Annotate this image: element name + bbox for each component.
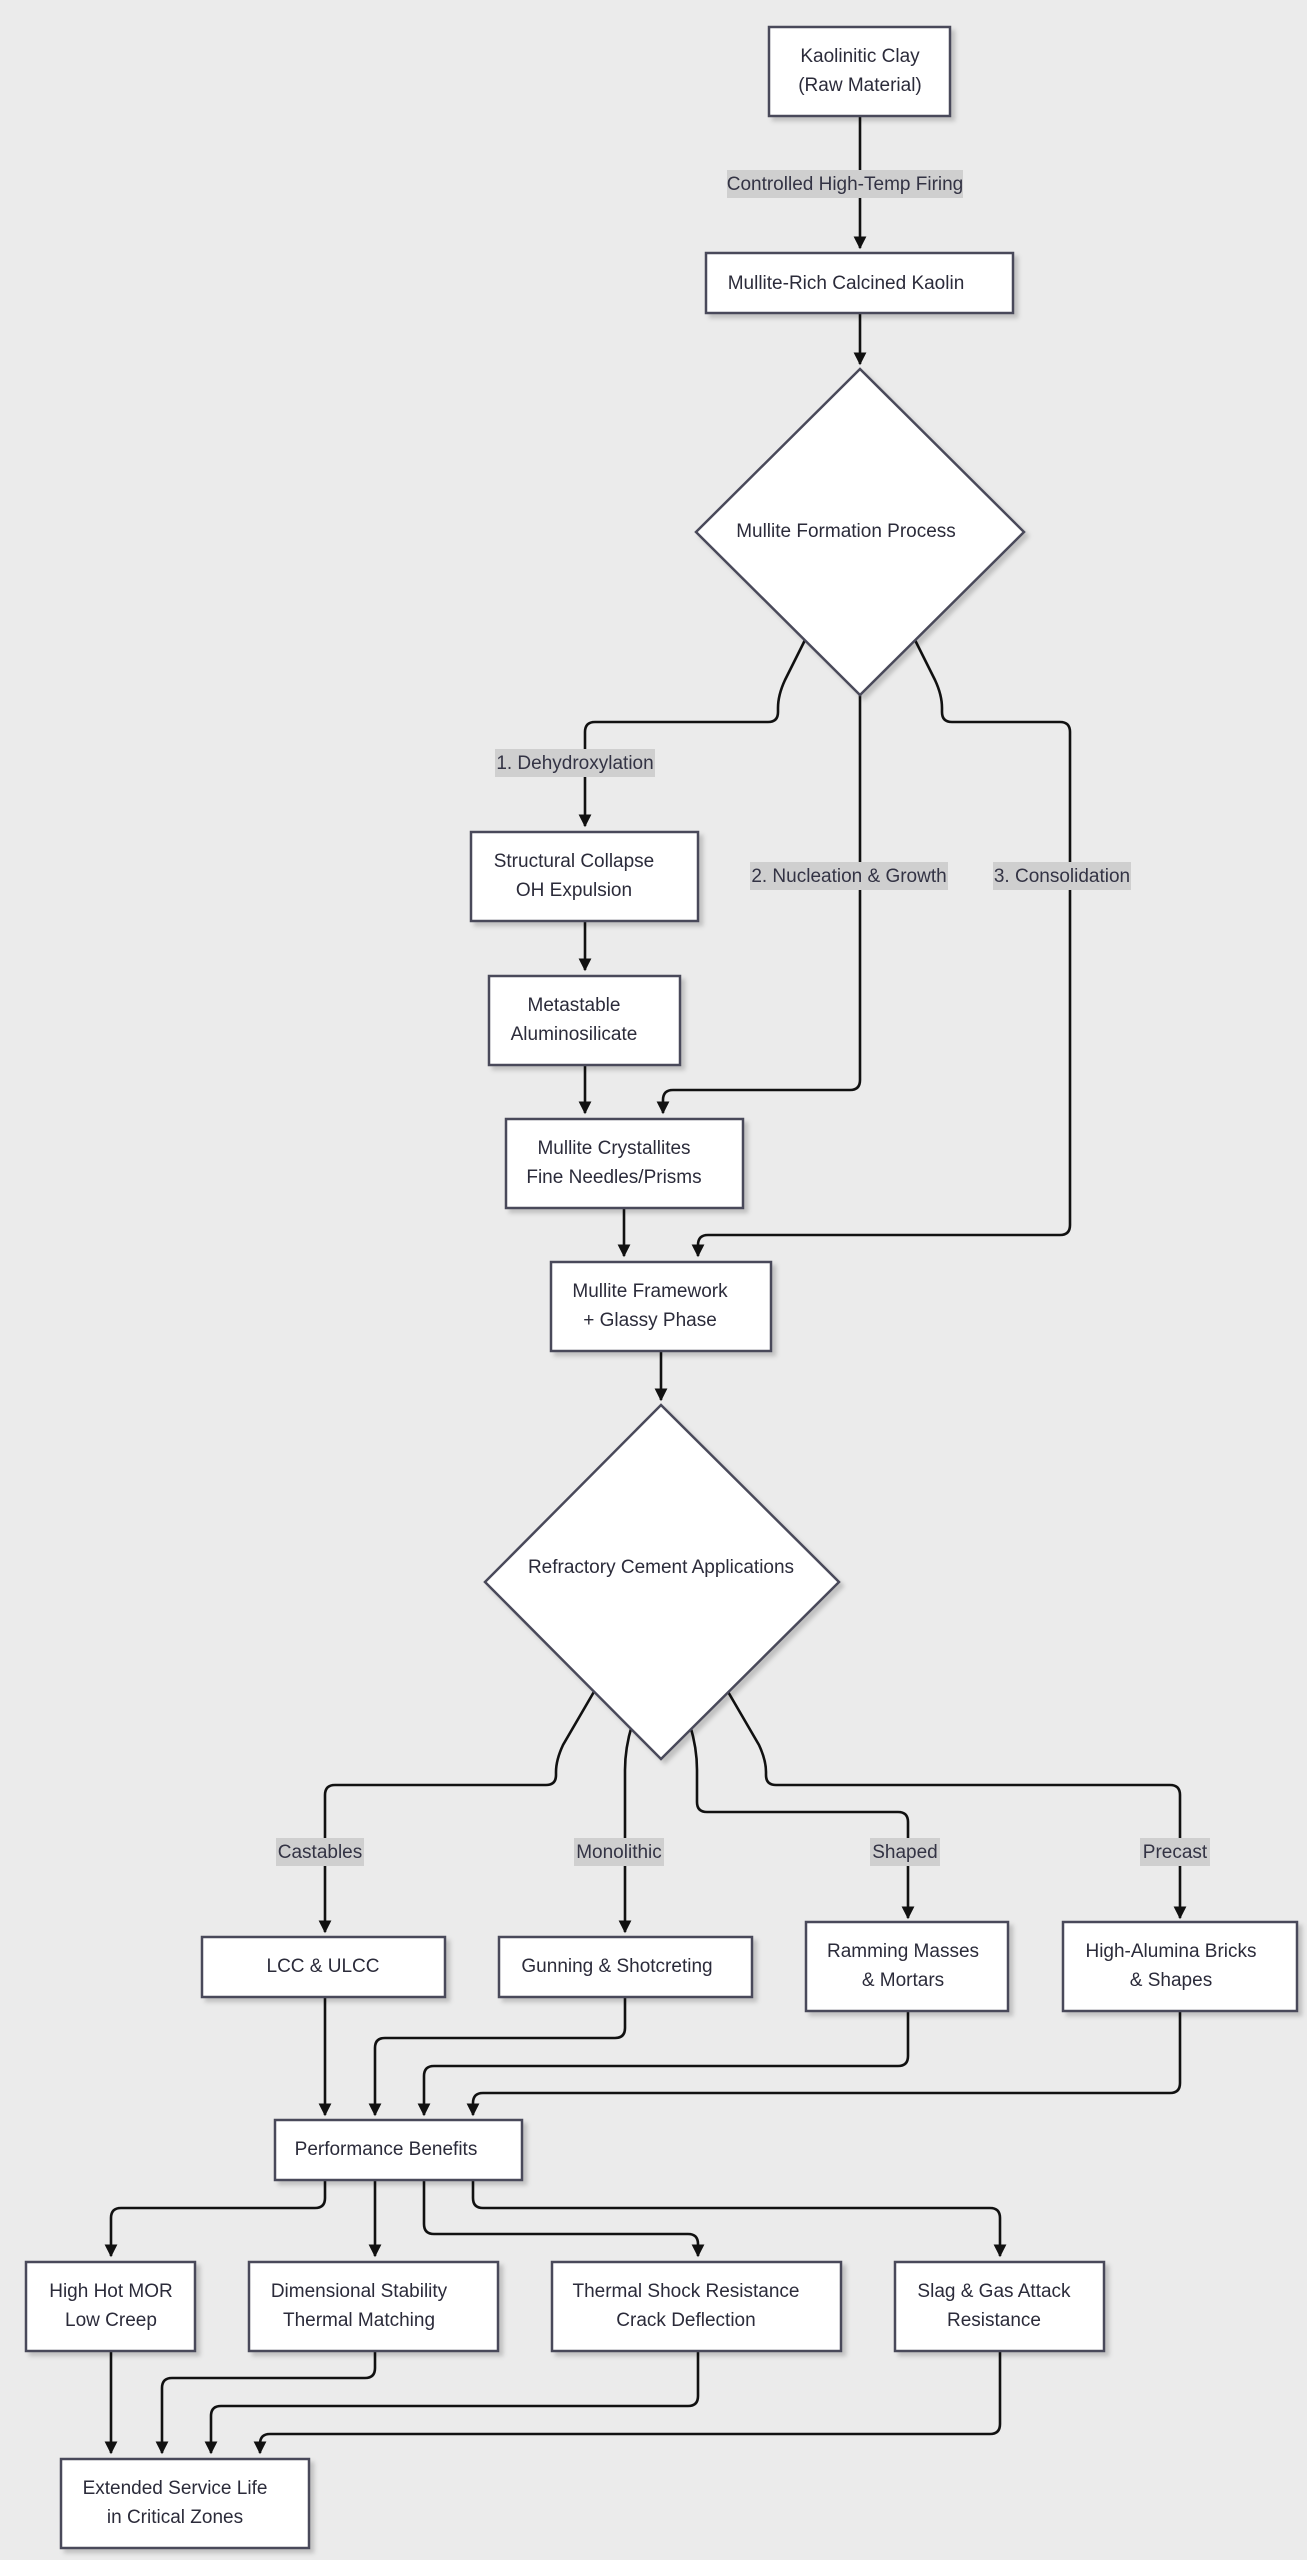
- edge-label-shaped: Shaped: [870, 1838, 940, 1866]
- svg-text:Performance Benefits: Performance Benefits: [295, 2139, 478, 2160]
- edge-performance-to-mor: [104, 2180, 327, 2258]
- node-thermal-shock-resistance: Thermal Shock Resistance Crack Deflectio…: [550, 2260, 843, 2353]
- svg-text:Crack Deflection: Crack Deflection: [616, 2310, 755, 2331]
- node-high-hot-mor: High Hot MOR Low Creep: [24, 2260, 197, 2353]
- node-calcined-kaolin: Mullite-Rich Calcined Kaolin: [704, 251, 1015, 315]
- svg-text:Controlled High-Temp Firing: Controlled High-Temp Firing: [727, 174, 964, 195]
- svg-text:& Mortars: & Mortars: [862, 1970, 944, 1991]
- svg-text:Slag & Gas Attack: Slag & Gas Attack: [917, 2281, 1071, 2302]
- edge-label-dehydroxylation: 1. Dehydroxylation: [495, 749, 655, 777]
- edge-dimensional-to-service: [155, 2352, 377, 2455]
- svg-text:Shaped: Shaped: [872, 1842, 938, 1863]
- svg-text:in Critical Zones: in Critical Zones: [107, 2507, 243, 2528]
- node-high-alumina-bricks: High-Alumina Bricks & Shapes: [1061, 1920, 1299, 2013]
- node-dimensional-stability: Dimensional Stability Thermal Matching: [247, 2260, 500, 2353]
- edge-performance-to-thermal: [422, 2180, 705, 2258]
- svg-text:(Raw Material): (Raw Material): [798, 75, 922, 96]
- node-lcc-ulcc: LCC & ULCC: [200, 1935, 447, 1999]
- svg-text:Mullite-Rich Calcined Kaolin: Mullite-Rich Calcined Kaolin: [728, 273, 965, 294]
- svg-text:Structural Collapse: Structural Collapse: [494, 851, 655, 872]
- svg-text:Low Creep: Low Creep: [65, 2310, 157, 2331]
- svg-text:Fine Needles/Prisms: Fine Needles/Prisms: [526, 1167, 701, 1188]
- svg-text:& Shapes: & Shapes: [1130, 1970, 1212, 1991]
- node-metastable: Metastable Aluminosilicate: [487, 974, 682, 1067]
- svg-text:Monolithic: Monolithic: [576, 1842, 662, 1863]
- svg-text:Ramming Masses: Ramming Masses: [827, 1941, 979, 1962]
- edge-label-firing: Controlled High-Temp Firing: [727, 170, 964, 198]
- svg-text:Mullite Crystallites: Mullite Crystallites: [537, 1138, 690, 1159]
- edge-label-castables: Castables: [276, 1838, 364, 1866]
- edge-formation-to-collapse: [578, 639, 807, 828]
- svg-text:Dimensional Stability: Dimensional Stability: [271, 2281, 448, 2302]
- edge-applications-to-gunning: [618, 1724, 634, 1934]
- edge-ramming-to-performance: [417, 2012, 910, 2117]
- svg-text:Precast: Precast: [1143, 1842, 1208, 1863]
- svg-text:Castables: Castables: [278, 1842, 363, 1863]
- node-extended-service-life: Extended Service Life in Critical Zones: [59, 2457, 311, 2550]
- svg-text:Aluminosilicate: Aluminosilicate: [511, 1024, 638, 1045]
- svg-text:3. Consolidation: 3. Consolidation: [994, 866, 1130, 887]
- node-mullite-formation: Mullite Formation Process: [694, 367, 1026, 697]
- svg-text:LCC & ULCC: LCC & ULCC: [267, 1956, 380, 1977]
- edge-label-nucleation: 2. Nucleation & Growth: [750, 862, 948, 890]
- node-slag-gas-attack: Slag & Gas Attack Resistance: [893, 2260, 1106, 2353]
- svg-text:Refractory Cement Applications: Refractory Cement Applications: [528, 1557, 794, 1578]
- node-structural-collapse: Structural Collapse OH Expulsion: [469, 830, 700, 923]
- edge-slag-to-service: [253, 2352, 1002, 2455]
- svg-text:2. Nucleation & Growth: 2. Nucleation & Growth: [751, 866, 946, 887]
- edge-formation-to-crystallites: [656, 694, 862, 1115]
- svg-text:Extended Service Life: Extended Service Life: [83, 2478, 268, 2499]
- node-performance-benefits: Performance Benefits: [273, 2118, 524, 2182]
- edge-label-precast: Precast: [1140, 1838, 1210, 1866]
- edge-performance-to-slag: [471, 2180, 1007, 2258]
- svg-text:1. Dehydroxylation: 1. Dehydroxylation: [496, 753, 653, 774]
- svg-text:Mullite Framework: Mullite Framework: [572, 1281, 728, 1302]
- svg-text:Gunning & Shotcreting: Gunning & Shotcreting: [521, 1956, 712, 1977]
- edge-thermal-to-service: [204, 2352, 700, 2455]
- svg-text:High-Alumina Bricks: High-Alumina Bricks: [1085, 1941, 1256, 1962]
- svg-text:High Hot MOR: High Hot MOR: [49, 2281, 173, 2302]
- edge-label-monolithic: Monolithic: [574, 1838, 664, 1866]
- svg-text:+ Glassy Phase: + Glassy Phase: [583, 1310, 717, 1331]
- svg-text:OH Expulsion: OH Expulsion: [516, 880, 632, 901]
- svg-text:Resistance: Resistance: [947, 2310, 1041, 2331]
- svg-text:Mullite Formation Process: Mullite Formation Process: [736, 521, 956, 542]
- node-refractory-applications: Refractory Cement Applications: [483, 1403, 841, 1761]
- svg-text:Kaolinitic Clay: Kaolinitic Clay: [800, 46, 920, 67]
- svg-text:Metastable: Metastable: [528, 995, 621, 1016]
- node-mullite-crystallites: Mullite Crystallites Fine Needles/Prisms: [504, 1117, 745, 1210]
- edge-gunning-to-performance: [368, 1998, 627, 2117]
- edge-bricks-to-performance: [466, 2012, 1182, 2117]
- node-gunning-shotcreting: Gunning & Shotcreting: [497, 1935, 754, 1999]
- svg-text:Thermal Matching: Thermal Matching: [283, 2310, 435, 2331]
- edge-applications-to-ramming: [688, 1724, 915, 1920]
- node-mullite-framework: Mullite Framework + Glassy Phase: [549, 1260, 773, 1353]
- edge-label-consolidation: 3. Consolidation: [993, 862, 1131, 890]
- edge-applications-to-lcc: [318, 1689, 597, 1934]
- node-kaolinitic-clay: Kaolinitic Clay (Raw Material): [767, 25, 952, 118]
- edge-applications-to-bricks: [725, 1689, 1187, 1920]
- node-ramming-masses: Ramming Masses & Mortars: [804, 1920, 1010, 2013]
- edge-formation-to-framework: [691, 639, 1072, 1258]
- svg-text:Thermal Shock Resistance: Thermal Shock Resistance: [572, 2281, 799, 2302]
